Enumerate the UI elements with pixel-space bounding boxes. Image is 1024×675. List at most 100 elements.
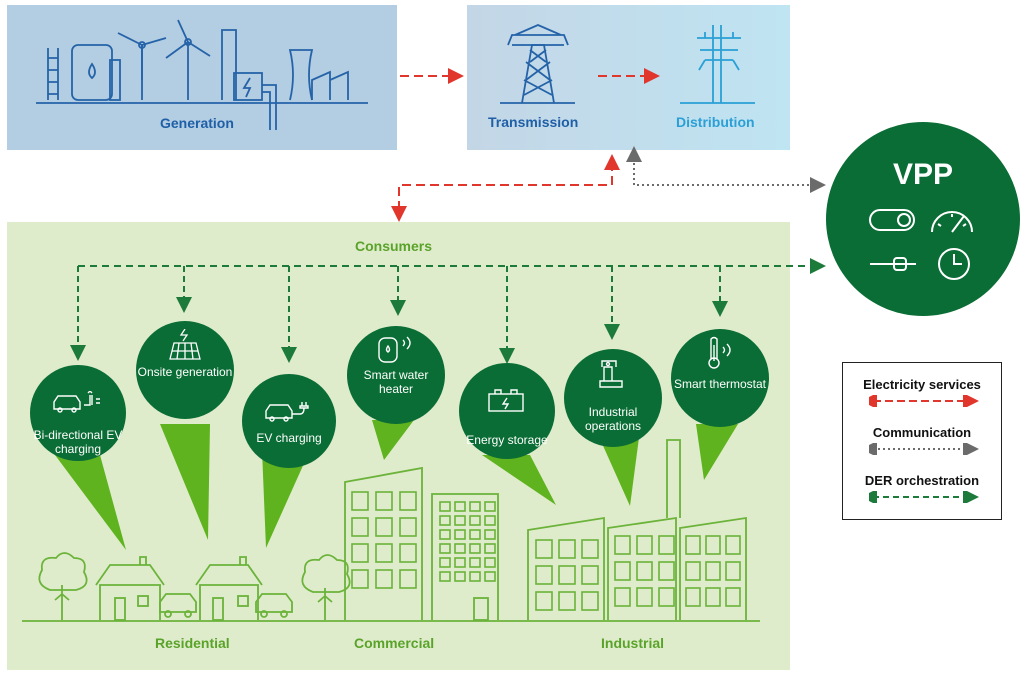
building-window (725, 587, 741, 607)
building-window (558, 539, 576, 559)
distribution-vpp-communication-arrow (626, 146, 826, 193)
building-window (725, 535, 741, 555)
legend-der-arrow (869, 491, 979, 503)
building-window (454, 501, 466, 512)
building-window (581, 539, 599, 559)
legend-electricity-label: Electricity services (863, 377, 981, 392)
water-heater-icon (378, 336, 411, 363)
slider-icon (870, 257, 916, 271)
building-window (454, 543, 466, 554)
building-window (469, 501, 481, 512)
building-window (439, 515, 451, 526)
clock-icon (938, 248, 970, 280)
generation-illustration (36, 19, 368, 130)
building-window (614, 587, 631, 607)
building-window (535, 539, 553, 559)
building-window (469, 515, 481, 526)
building-window (375, 517, 393, 537)
building-window (484, 515, 496, 526)
pin-smart-water-heater: Smart water heater (347, 326, 445, 424)
grid-consumers-electricity-arrow (391, 154, 620, 222)
building-window (658, 561, 675, 581)
building-window (581, 565, 599, 585)
pin-onsite-generation: Onsite generation (136, 321, 234, 419)
building-window (399, 491, 417, 511)
legend-der-label: DER orchestration (864, 473, 980, 488)
building-window (454, 515, 466, 526)
building-window (614, 561, 631, 581)
building-window (484, 543, 496, 554)
building-window (484, 557, 496, 568)
building-window (439, 543, 451, 554)
building-window (535, 591, 553, 611)
pin-label: Energy storage (466, 433, 548, 447)
building-window (636, 587, 653, 607)
building-window (705, 535, 721, 555)
consumer-buildings-illustration (22, 439, 760, 622)
building-window (658, 535, 675, 555)
transmission-distribution-panel (467, 5, 790, 150)
building-window (705, 587, 721, 607)
pin-label: Bi-directional EV charging (33, 428, 123, 456)
building-window (375, 569, 393, 589)
building-window (685, 535, 701, 555)
toggle-switch-icon (869, 209, 915, 231)
building-window (351, 491, 369, 511)
vpp-title: VPP (892, 158, 954, 191)
building-window (351, 569, 369, 589)
building-window (484, 529, 496, 540)
vpp-node: VPP (826, 122, 1020, 316)
building-window (705, 561, 721, 581)
building-window (399, 517, 417, 537)
legend-communication-arrow (869, 443, 979, 455)
building-window (454, 557, 466, 568)
pin-label: EV charging (256, 431, 322, 445)
building-window (614, 535, 631, 555)
pin-bidirectional-ev-charging: Bi-directional EV charging (30, 365, 126, 461)
distribution-pole-icon (680, 25, 755, 104)
building-window (685, 587, 701, 607)
pin-label: Industrial operations (584, 405, 642, 433)
building-window (469, 557, 481, 568)
building-window (469, 543, 481, 554)
pin-tails (55, 420, 738, 550)
building-window (581, 591, 599, 611)
building-window (636, 535, 653, 555)
sector-industrial-label: Industrial (601, 635, 665, 651)
building-window (399, 569, 417, 589)
building-window (375, 491, 393, 511)
building-window (454, 529, 466, 540)
building-window (375, 543, 393, 563)
building-window (469, 571, 481, 582)
building-window (484, 571, 496, 582)
building-window (636, 561, 653, 581)
building-window (685, 561, 701, 581)
thermostat-icon (708, 336, 731, 369)
building-window (439, 529, 451, 540)
generation-label: Generation (160, 115, 234, 131)
building-window (351, 517, 369, 537)
commercial-windows (351, 491, 741, 611)
legend-electricity-arrow (869, 395, 979, 407)
consumers-label: Consumers (355, 238, 433, 254)
building-window (351, 543, 369, 563)
pin-label: Smart water heater (363, 368, 429, 396)
pin-smart-thermostat: Smart thermostat (671, 329, 769, 427)
legend: Electricity services Communication DER o… (842, 362, 1002, 520)
der-drop-arrows (70, 266, 728, 364)
building-window (454, 571, 466, 582)
building-window (658, 587, 675, 607)
building-window (484, 501, 496, 512)
building-window (399, 543, 417, 563)
industrial-robot-icon (599, 360, 623, 388)
building-window (469, 529, 481, 540)
battery-icon (488, 389, 524, 412)
pin-label: Smart thermostat (673, 377, 767, 391)
sector-commercial-label: Commercial (354, 635, 435, 651)
legend-communication-label: Communication (872, 425, 972, 440)
building-window (725, 561, 741, 581)
gauge-icon (931, 211, 973, 233)
sector-residential-label: Residential (155, 635, 230, 651)
transmission-label: Transmission (488, 114, 579, 130)
